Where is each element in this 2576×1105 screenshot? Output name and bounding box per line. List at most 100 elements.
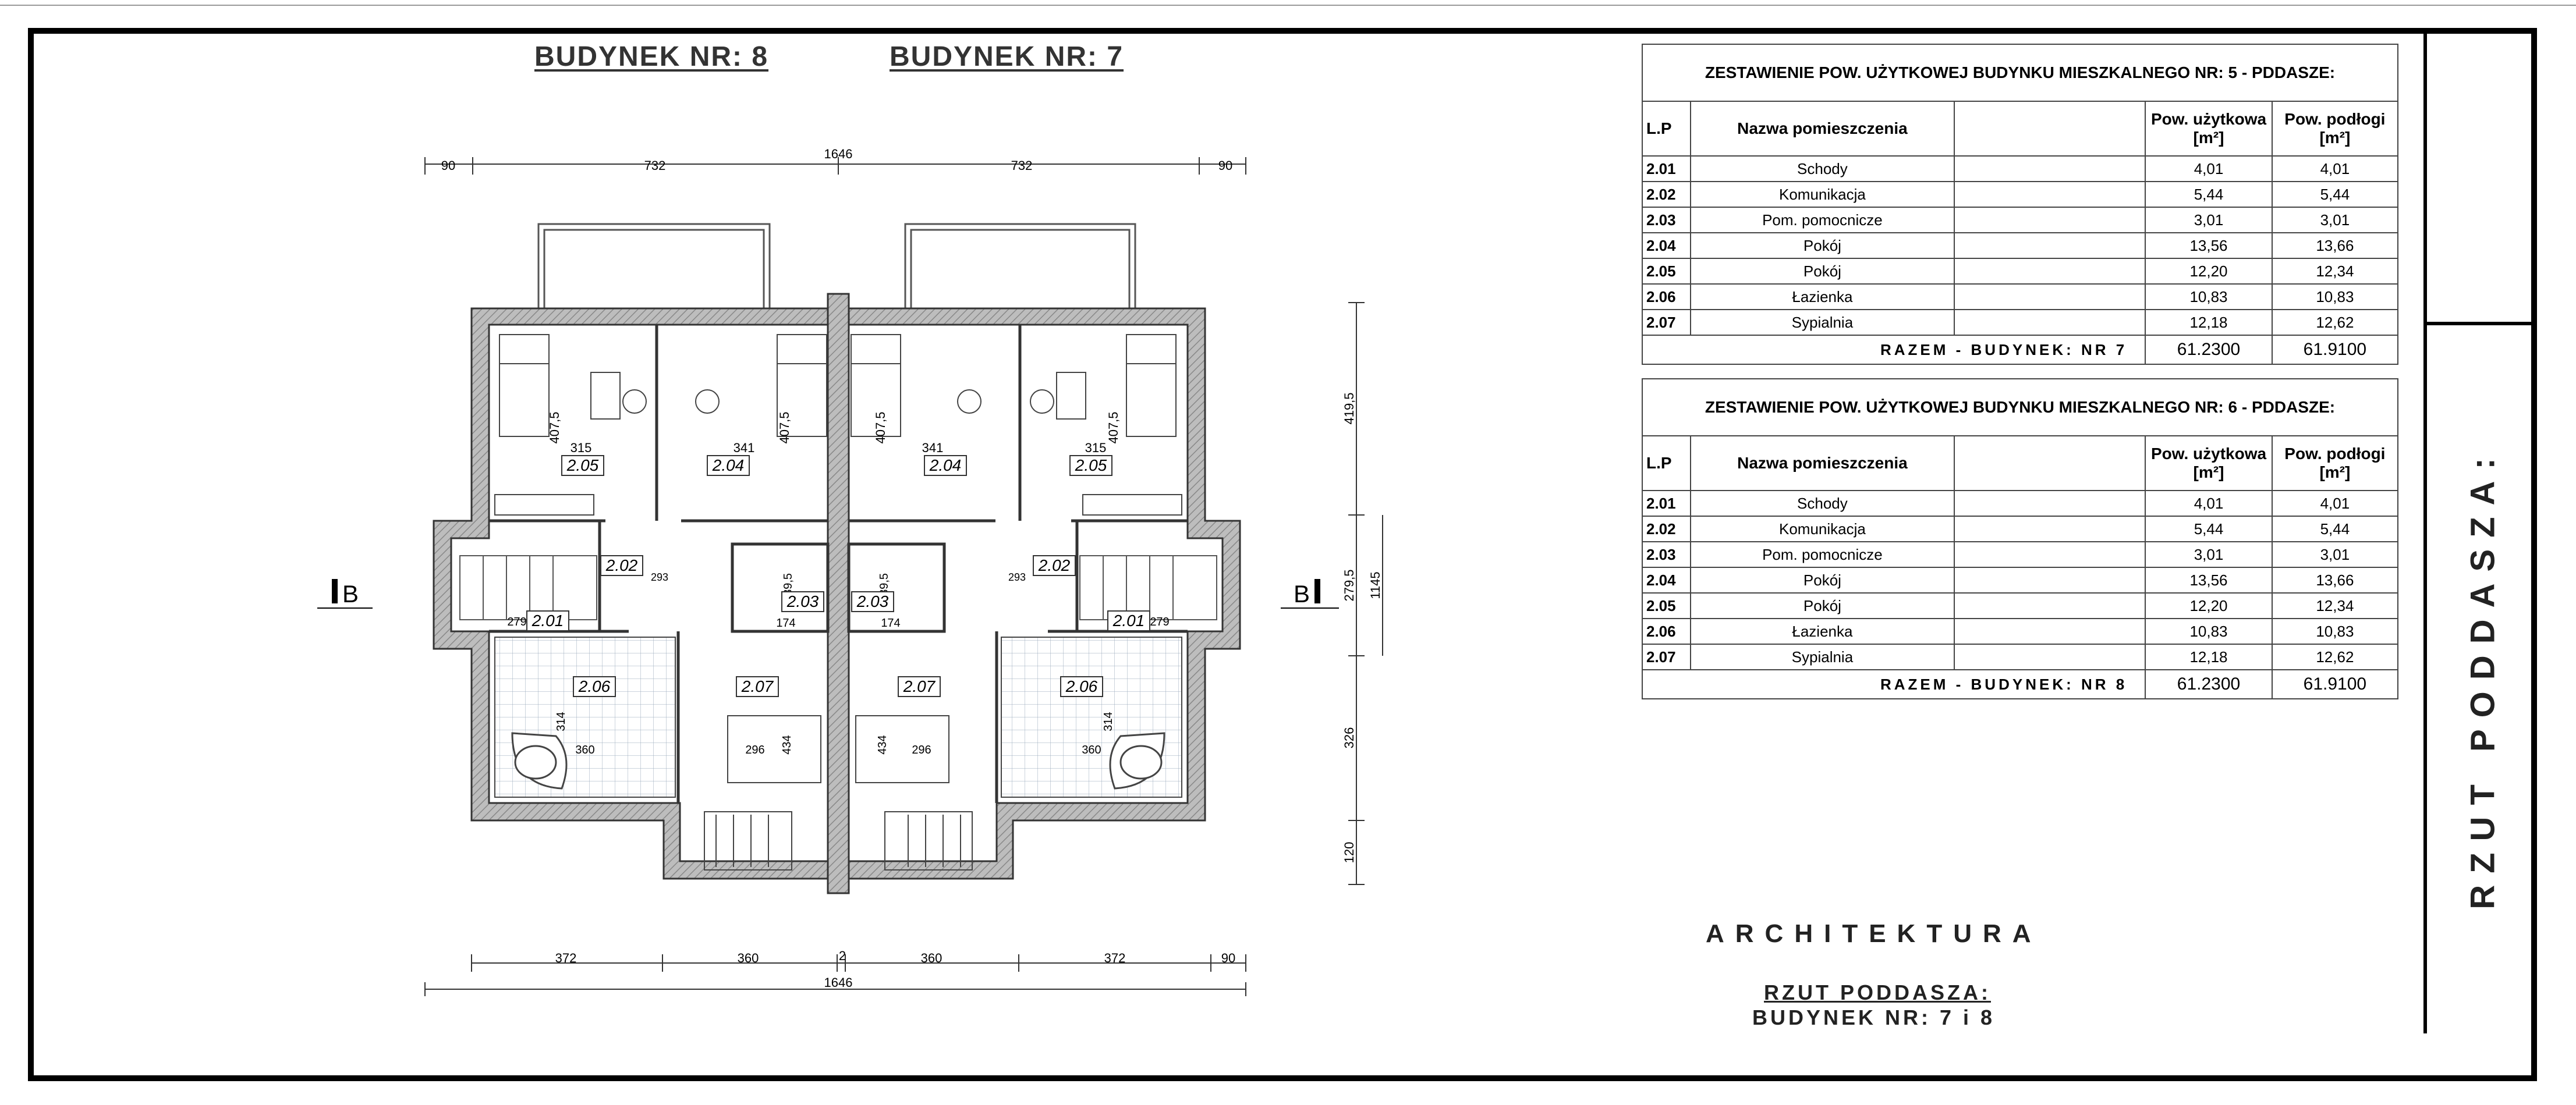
section-letter-left: B [342,580,359,607]
dim-bottom-2: 360 [738,951,759,965]
row-usable: 12,18 [2145,644,2273,670]
total-usable: 61.2300 [2145,669,2273,699]
dim-bottom-4: 360 [921,951,942,965]
party-wall [827,293,850,894]
row-blank [1954,207,2146,233]
row-blank [1954,155,2146,182]
row-blank [1954,181,2146,208]
row-floor: 12,34 [2271,592,2399,619]
bottom-dimension-line [424,954,1246,996]
room-tag-203-left: 2.03 [786,592,819,610]
room-tag-203-right: 2.03 [856,592,889,610]
row-floor: 13,66 [2271,232,2399,259]
room-tag-207-right: 2.07 [903,677,936,695]
row-name: Sypialnia [1689,644,1955,670]
inner-dim-279-left: 279 [507,616,526,628]
inner-dim-293-right: 293 [1008,571,1026,583]
row-usable: 10,83 [2145,618,2273,645]
room-tag-205-left: 2.05 [566,456,599,474]
inner-dim-407-3: 407,5 [873,411,888,443]
row-name: Pokój [1689,232,1955,259]
room-tag-202-right: 2.02 [1038,556,1071,574]
col-lp: L.P [1642,435,1691,491]
balcony-left [537,223,771,308]
room-tag-204-left: 2.04 [712,456,745,474]
room-tag-206-right: 2.06 [1065,677,1098,695]
row-lp: 2.03 [1642,541,1691,568]
row-blank [1954,232,2146,259]
col-name: Nazwa pomieszczenia [1689,101,1955,157]
row-floor: 10,83 [2271,618,2399,645]
row-usable: 5,44 [2145,181,2273,208]
row-floor: 12,62 [2271,309,2399,336]
dim-bottom-6: 90 [1221,951,1235,965]
row-floor: 12,34 [2271,258,2399,285]
row-lp: 2.05 [1642,592,1691,619]
col-usable: Pow. użytkowa [m²] [2145,435,2273,491]
col-blank [1954,101,2146,157]
inner-dim-407-1: 407,5 [547,411,562,443]
building-8-title: BUDYNEK NR: 8 [534,41,769,72]
row-usable: 4,01 [2145,155,2273,182]
col-lp: L.P [1642,101,1691,157]
inner-dim-314-left: 314 [555,712,568,731]
dim-bottom-3: 2 [839,948,846,963]
row-blank [1954,541,2146,568]
row-name: Schody [1689,155,1955,182]
room-tag-202-left: 2.02 [605,556,638,574]
row-usable: 12,20 [2145,258,2273,285]
bathtubs [511,732,1165,790]
title-strip [2423,28,2537,1033]
row-name: Łazienka [1689,283,1955,310]
dim-top-total: 1646 [824,147,853,161]
title-strip-divider [2427,322,2537,325]
inner-dim-407-2: 407,5 [777,411,792,443]
row-blank [1954,516,2146,542]
row-name: Pokój [1689,567,1955,594]
right-dimension-line [1348,302,1383,885]
total-label: RAZEM - BUDYNEK: NR 8 [1641,669,2146,699]
row-lp: 2.03 [1642,207,1691,233]
inner-dim-293-left: 293 [651,571,668,583]
row-lp: 2.07 [1642,309,1691,336]
total-floor: 61.9100 [2271,669,2399,699]
col-blank [1954,435,2146,491]
drawing-frame [28,28,2537,1081]
col-name: Nazwa pomieszczenia [1689,435,1955,491]
dim-top-3: 732 [1011,158,1033,173]
row-floor: 5,44 [2271,181,2399,208]
inner-dim-314-right: 314 [1102,712,1115,731]
inner-dim-174-right: 174 [881,617,900,630]
row-floor: 13,66 [2271,567,2399,594]
row-blank [1954,309,2146,336]
architektura-label: ARCHITEKTURA [1706,919,2042,948]
row-lp: 2.02 [1642,181,1691,208]
inner-dim-315-left: 315 [571,440,592,455]
plan-name: RZUT PODDASZA: [1764,980,1991,1004]
row-usable: 12,18 [2145,309,2273,336]
stairs [459,555,1217,620]
row-name: Łazienka [1689,618,1955,645]
room-tag-201-left: 2.01 [532,612,564,630]
row-blank [1954,592,2146,619]
row-usable: 3,01 [2145,207,2273,233]
row-usable: 13,56 [2145,232,2273,259]
dim-top-4: 90 [1218,158,1232,173]
row-floor: 10,83 [2271,283,2399,310]
row-blank [1954,644,2146,670]
row-usable: 10,83 [2145,283,2273,310]
section-mark-left [317,579,373,609]
inner-dim-434-left: 434 [781,735,793,754]
row-floor: 12,62 [2271,644,2399,670]
row-lp: 2.06 [1642,283,1691,310]
table-total-row: RAZEM - BUDYNEK: NR 8 61.2300 61.9100 [1641,669,2399,699]
row-lp: 2.07 [1642,644,1691,670]
room-tag-207-left: 2.07 [741,677,774,695]
room-tag-206-left: 2.06 [578,677,611,695]
